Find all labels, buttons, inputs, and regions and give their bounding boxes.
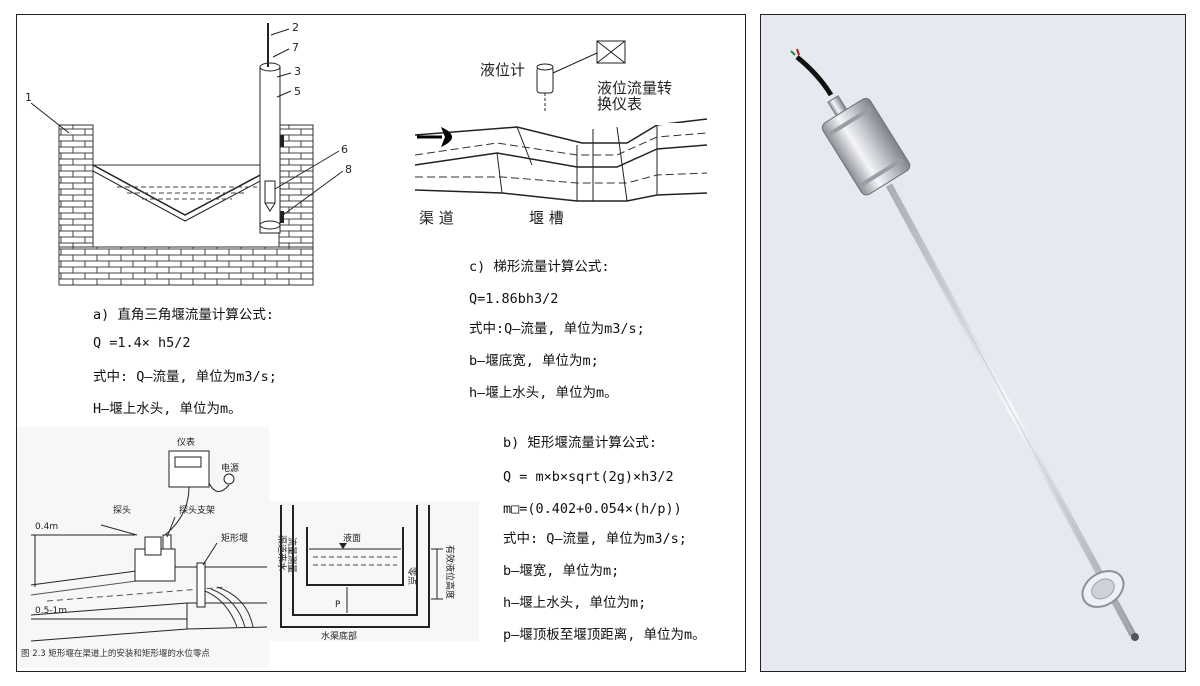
triangle-weir-diagram: 1 2 7 3 5 6 8: [25, 21, 352, 286]
zero-point-label: 零点: [406, 567, 417, 585]
effective-level-label: 有效液位高度: [444, 545, 456, 599]
instrument-label: 仪表: [177, 436, 195, 448]
upstream-water-label: 渠道来水: [276, 535, 288, 571]
callout-1: 1: [25, 91, 32, 104]
callout-2: 2: [292, 21, 299, 34]
formula-a-title: a) 直角三角堰流量计算公式:: [93, 307, 275, 323]
formula-a-line1: 式中: Q—流量, 单位为m3/s;: [93, 369, 277, 385]
formula-a-equation: Q =1.4× h5/2: [93, 335, 191, 351]
product-photo-panel: [760, 14, 1186, 672]
formula-b-equation: Q = m×b×sqrt(2g)×h3/2: [503, 469, 674, 485]
channel-bottom-label: 水渠底部: [321, 630, 357, 642]
dim-top-label: 0.4m: [35, 522, 58, 532]
callout-7: 7: [292, 41, 299, 54]
formula-c-line1: 式中:Q—流量, 单位为m3/s;: [469, 321, 645, 337]
callout-6: 6: [341, 143, 348, 156]
formula-b-m-equation: m□=(0.402+0.054×(h/p)): [503, 501, 682, 517]
formula-b-line2: b—堰宽, 单位为m;: [503, 563, 620, 579]
dim-bottom-label: 0.5-1m: [35, 606, 67, 616]
power-label: 电源: [221, 462, 239, 474]
flow-measure-label: 流量测量: [286, 537, 298, 573]
level-meter-label: 液位计: [480, 61, 525, 79]
formula-c-equation: Q=1.86bh3/2: [469, 291, 559, 307]
formula-c-title: c) 梯形流量计算公式:: [469, 259, 610, 275]
callout-8: 8: [345, 163, 352, 176]
callout-5: 5: [294, 85, 301, 98]
probe-label: 探头: [113, 504, 131, 516]
rect-weir-label: 矩形堰: [221, 532, 248, 544]
diagram-panel: 1 2 7 3 5 6 8 液位计 液位流量转 换仪表: [16, 14, 746, 672]
formula-b-title: b) 矩形堰流量计算公式:: [503, 435, 658, 451]
probe-bracket-label: 探头支架: [179, 504, 215, 516]
formula-b-line4: p—堰顶板至堰顶距离, 单位为m。: [503, 627, 706, 643]
flume-diagram: 液位计 液位流量转 换仪表 渠 道 堰 槽: [409, 40, 709, 227]
weir-flume-label: 堰 槽: [529, 209, 564, 227]
formula-a-line2: H—堰上水头, 单位为m。: [93, 401, 242, 417]
formula-c-line3: h—堰上水头, 单位为m。: [469, 385, 618, 401]
formula-c-line2: b—堰底宽, 单位为m;: [469, 353, 599, 369]
rect-weir-diagram: 仪表 电源 探头 探头支架 矩形堰 0.4m 0.5-1m 液面 P 水渠底部 …: [17, 427, 479, 667]
converter-label-line1: 液位流量转: [597, 79, 672, 97]
converter-label-line2: 换仪表: [597, 95, 642, 113]
figure-caption: 图 2.3 矩形堰在渠道上的安装和矩形堰的水位零点: [21, 649, 210, 659]
formula-b-line1: 式中: Q—流量, 单位为m3/s;: [503, 531, 687, 547]
callout-3: 3: [294, 65, 301, 78]
formula-b-line3: h—堰上水头, 单位为m;: [503, 595, 647, 611]
p-mark: P: [335, 600, 341, 610]
channel-label: 渠 道: [419, 209, 454, 227]
float-level-sensor-image: [790, 48, 1139, 641]
liquid-surface-label: 液面: [343, 532, 361, 544]
